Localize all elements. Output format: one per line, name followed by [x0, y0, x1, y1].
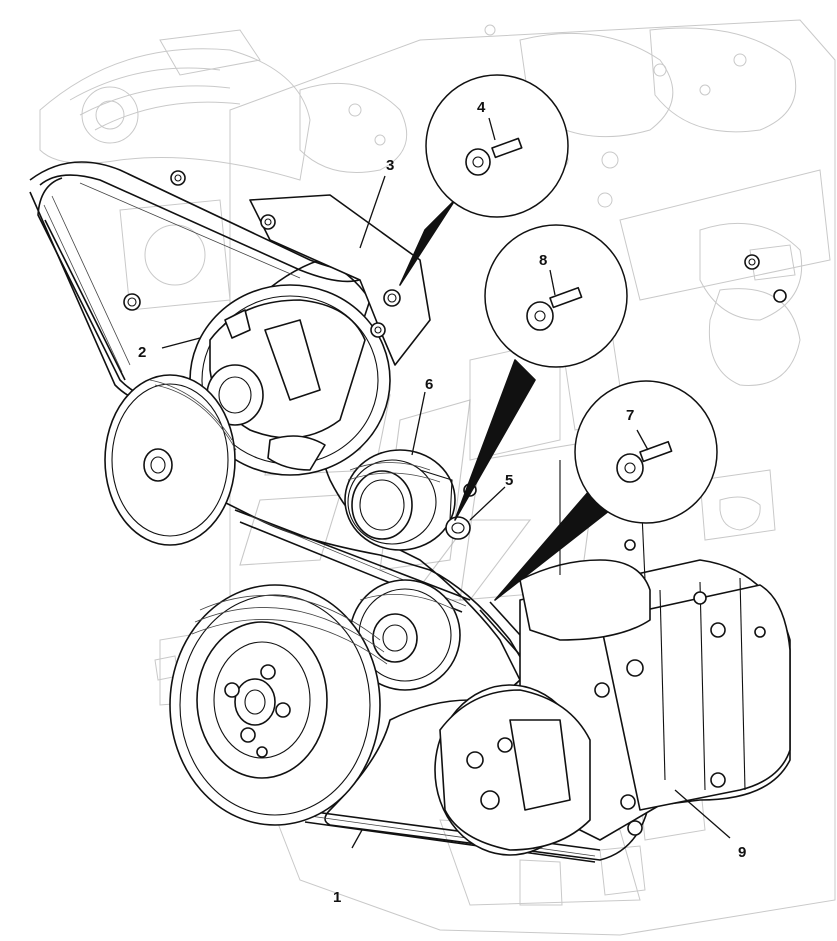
detail-bubble-7	[494, 380, 718, 601]
bolt-item-5	[445, 516, 471, 540]
leader-5	[469, 486, 506, 521]
coolant-pipe	[519, 460, 651, 641]
callout-2: 2	[138, 344, 146, 361]
alternator-outline	[39, 29, 311, 311]
callout-4: 4	[477, 99, 486, 116]
leader-3	[359, 175, 386, 249]
crank-side-idler-pulley	[104, 374, 237, 546]
callout-9: 9	[738, 844, 746, 861]
callout-1: 1	[333, 889, 341, 906]
callout-3: 3	[386, 157, 394, 174]
callout-7: 7	[626, 407, 634, 424]
bolt-icon	[465, 137, 523, 176]
leader-9	[674, 789, 731, 839]
bolt-icon	[526, 286, 583, 331]
leader-1	[351, 829, 363, 849]
detail-bubble-8	[454, 224, 628, 521]
small-idler-pulley	[344, 449, 456, 551]
leader-8	[549, 269, 556, 296]
leader-6	[411, 391, 426, 456]
crankshaft-pulley	[169, 584, 388, 826]
bracket	[123, 170, 431, 366]
callout-6: 6	[425, 376, 433, 393]
detail-bubble-4	[399, 74, 569, 286]
leader-7	[636, 429, 649, 451]
tensioner-pulley-upper	[189, 284, 391, 476]
callout-8: 8	[539, 252, 547, 269]
leader-4	[488, 117, 496, 141]
leader-lines	[161, 117, 731, 849]
callout-5: 5	[505, 472, 513, 489]
callout-labels: 1 2 3 4 5 6 7 8 9	[138, 99, 746, 906]
lower-idler-pulley	[349, 579, 461, 691]
bolt-icon	[616, 440, 673, 483]
leader-2	[161, 337, 201, 349]
